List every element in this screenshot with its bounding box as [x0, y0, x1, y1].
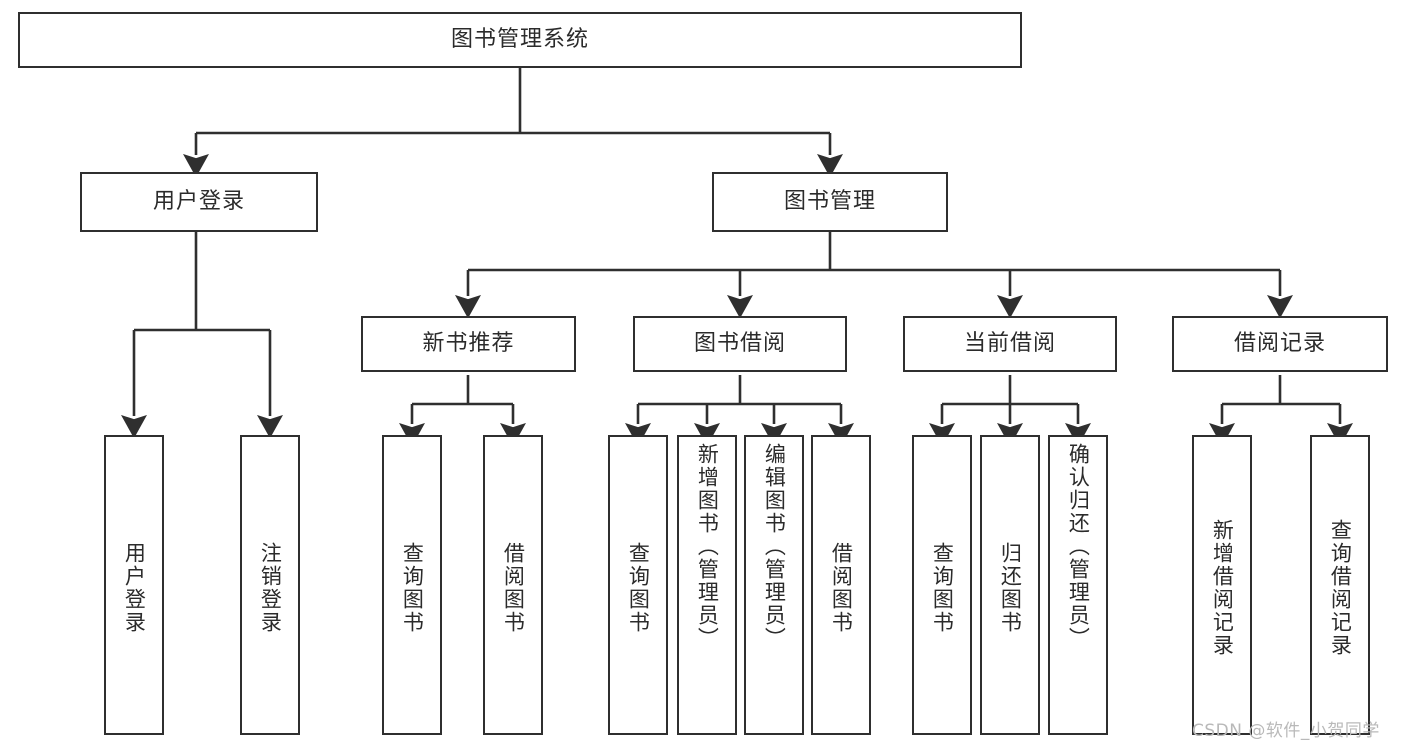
- node-current-borrow-label: 当前借阅: [963, 331, 1056, 357]
- node-leaf-user-login[interactable]: 用户登录: [104, 435, 164, 735]
- node-leaf-query-book-1[interactable]: 查询图书: [382, 435, 442, 735]
- node-root[interactable]: 图书管理系统: [18, 12, 1022, 68]
- node-root-label: 图书管理系统: [450, 27, 589, 53]
- node-leaf-add-record-label: 新增借阅记录: [1210, 519, 1235, 657]
- node-leaf-borrow-book-2[interactable]: 借阅图书: [811, 435, 871, 735]
- node-leaf-borrow-book-2-label: 借阅图书: [829, 542, 854, 634]
- node-leaf-return-book[interactable]: 归还图书: [980, 435, 1040, 735]
- csdn-watermark: CSDN @软件_小贺同学: [1192, 721, 1380, 741]
- node-leaf-return-book-label: 归还图书: [998, 542, 1023, 634]
- node-leaf-query-book-2-label: 查询图书: [626, 542, 651, 634]
- node-leaf-add-book-label: 新增图书（管理员）: [695, 443, 720, 650]
- node-book-manage[interactable]: 图书管理: [712, 172, 948, 232]
- node-leaf-query-record[interactable]: 查询借阅记录: [1310, 435, 1370, 735]
- node-leaf-logout-label: 注销登录: [258, 542, 283, 634]
- node-book-manage-label: 图书管理: [783, 189, 876, 215]
- node-borrow-record[interactable]: 借阅记录: [1172, 316, 1388, 372]
- node-current-borrow[interactable]: 当前借阅: [903, 316, 1117, 372]
- node-leaf-confirm-return[interactable]: 确认归还（管理员）: [1048, 435, 1108, 735]
- node-new-book-rec-label: 新书推荐: [422, 331, 515, 357]
- node-leaf-query-book-3[interactable]: 查询图书: [912, 435, 972, 735]
- node-leaf-edit-book[interactable]: 编辑图书（管理员）: [744, 435, 804, 735]
- node-leaf-borrow-book-1-label: 借阅图书: [501, 542, 526, 634]
- node-leaf-add-record[interactable]: 新增借阅记录: [1192, 435, 1252, 735]
- node-borrow-record-label: 借阅记录: [1233, 331, 1326, 357]
- node-book-borrow[interactable]: 图书借阅: [633, 316, 847, 372]
- node-book-borrow-label: 图书借阅: [693, 331, 786, 357]
- node-leaf-edit-book-label: 编辑图书（管理员）: [762, 443, 787, 650]
- node-leaf-user-login-label: 用户登录: [122, 542, 147, 634]
- node-user-login-label: 用户登录: [152, 189, 245, 215]
- node-leaf-query-book-2[interactable]: 查询图书: [608, 435, 668, 735]
- node-leaf-query-book-1-label: 查询图书: [400, 542, 425, 634]
- node-leaf-confirm-return-label: 确认归还（管理员）: [1066, 443, 1091, 650]
- node-leaf-borrow-book-1[interactable]: 借阅图书: [483, 435, 543, 735]
- node-leaf-add-book[interactable]: 新增图书（管理员）: [677, 435, 737, 735]
- node-new-book-rec[interactable]: 新书推荐: [361, 316, 576, 372]
- node-leaf-query-book-3-label: 查询图书: [930, 542, 955, 634]
- node-leaf-query-record-label: 查询借阅记录: [1328, 519, 1353, 657]
- node-user-login[interactable]: 用户登录: [80, 172, 318, 232]
- node-leaf-logout[interactable]: 注销登录: [240, 435, 300, 735]
